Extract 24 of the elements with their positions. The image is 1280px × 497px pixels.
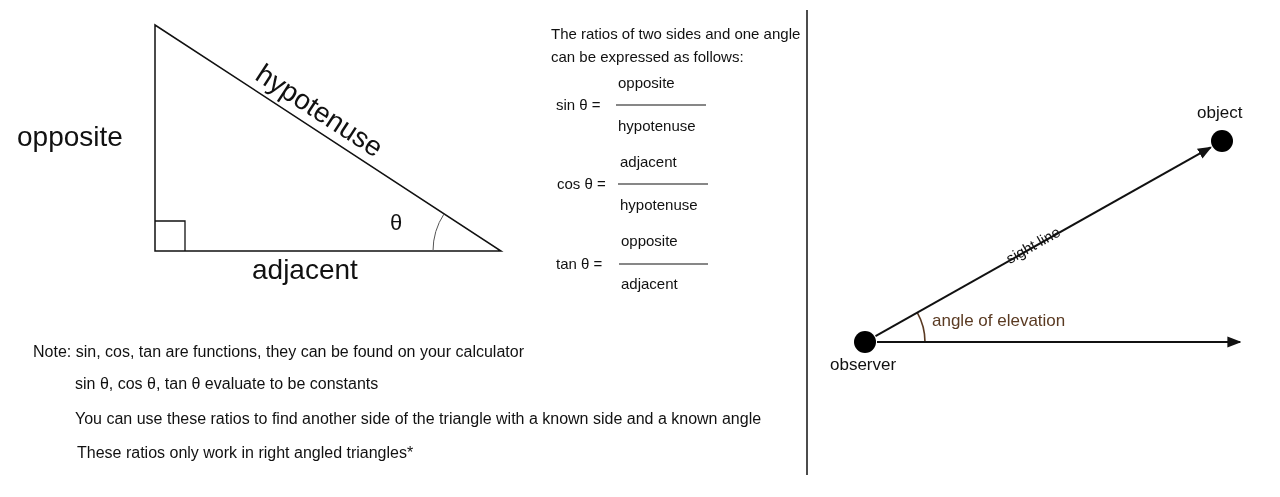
- text-label: You can use these ratios to find another side of the triangle with a known side and a known angle: [75, 409, 762, 429]
- text-label: opposite: [618, 74, 675, 92]
- text-label: adjacent: [620, 153, 677, 171]
- text-label: cos θ =: [557, 175, 606, 193]
- text-label: tan θ =: [556, 255, 603, 273]
- arrow: [874, 146, 1212, 338]
- text-label: hypotenuse: [618, 117, 696, 135]
- text-label: adjacent: [252, 253, 358, 287]
- text-label: opposite: [17, 120, 123, 154]
- text-label: These ratios only work in right angled triangles*: [77, 443, 414, 463]
- arrow: [876, 336, 1242, 348]
- point-dot: [1211, 130, 1233, 152]
- text-label: opposite: [621, 232, 678, 250]
- text-label: θ: [390, 210, 403, 237]
- text-label: angle of elevation: [932, 311, 1066, 332]
- text-label: The ratios of two sides and one angle can be expressed as follows:: [551, 24, 801, 68]
- text-label: sin θ =: [556, 96, 601, 114]
- point-label: object: [1197, 103, 1243, 124]
- point-dot: [854, 331, 876, 353]
- point-label: observer: [830, 355, 897, 376]
- text-label: adjacent: [621, 275, 678, 293]
- text-label: hypotenuse: [620, 196, 698, 214]
- text-label: sin θ, cos θ, tan θ evaluate to be constants: [75, 374, 379, 394]
- text-label: Note: sin, cos, tan are functions, they can be found on your calculator: [33, 342, 524, 362]
